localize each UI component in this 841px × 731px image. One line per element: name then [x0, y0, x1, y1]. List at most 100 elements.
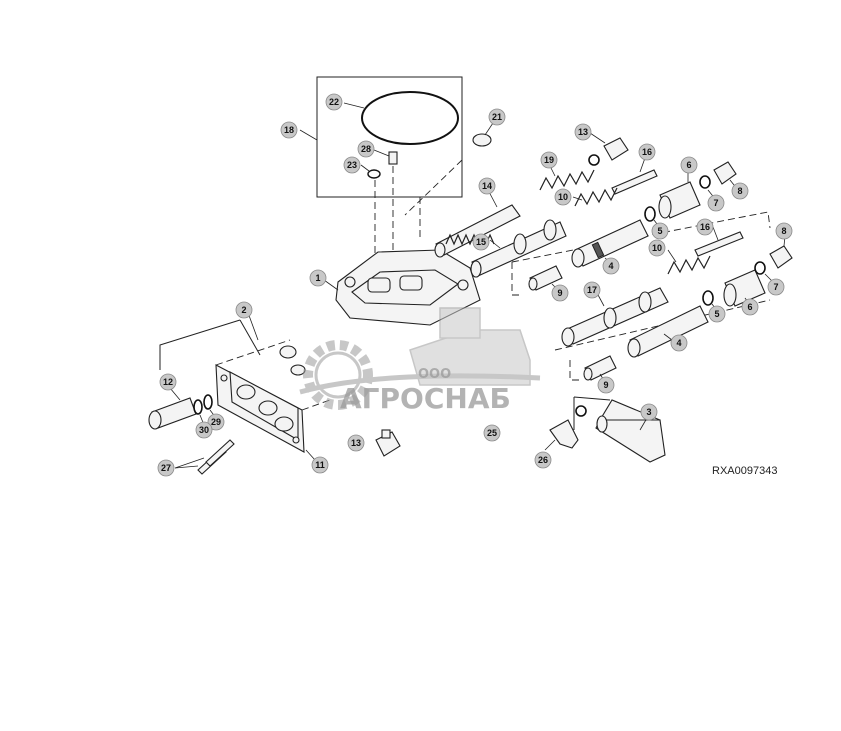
callout-badge: [159, 373, 177, 391]
valve-9-lower: [583, 355, 617, 381]
callout-label: 16: [700, 222, 710, 232]
spring-10-top: [574, 187, 618, 207]
callout-27: 27: [157, 459, 175, 477]
callout-4: 4: [670, 334, 688, 352]
callout-label: 6: [747, 302, 752, 312]
callout-11: 11: [311, 456, 329, 474]
large-o-ring: [361, 91, 459, 145]
callout-badge: [696, 218, 714, 236]
spool-17: [561, 287, 669, 347]
callout-7: 7: [707, 194, 725, 212]
bolts-27: [197, 439, 235, 475]
callout-label: 2: [241, 305, 246, 315]
o-ring-29: [203, 394, 213, 410]
o-ring-30: [193, 399, 203, 415]
callout-label: 19: [544, 155, 554, 165]
callout-badge: [478, 177, 496, 195]
spring-19: [539, 169, 595, 191]
callout-badge: [731, 182, 749, 200]
callout-10: 10: [648, 239, 666, 257]
callout-label: 30: [199, 425, 209, 435]
callout-9: 9: [597, 376, 615, 394]
o-ring-5-top: [644, 206, 656, 222]
callout-label: 26: [538, 455, 548, 465]
callout-badge: [472, 233, 490, 251]
callout-label: 28: [361, 144, 371, 154]
callout-9: 9: [551, 284, 569, 302]
plug-13-top: [588, 137, 629, 166]
callout-23: 23: [343, 156, 361, 174]
callout-label: 1: [315, 273, 320, 283]
callout-17: 17: [583, 281, 601, 299]
o-ring-solenoid: [575, 405, 587, 417]
callout-30: 30: [195, 421, 213, 439]
watermark-company-name: АГРОСНАБ: [340, 382, 511, 415]
fitting-26: [549, 419, 579, 449]
plug-12: [148, 397, 197, 430]
callout-badge: [708, 305, 726, 323]
plug-8-top: [713, 161, 737, 185]
callout-badge: [357, 140, 375, 158]
callout-28: 28: [357, 140, 375, 158]
callout-26: 26: [534, 451, 552, 469]
callout-label: 22: [329, 97, 339, 107]
callout-19: 19: [540, 151, 558, 169]
callout-label: 4: [608, 261, 613, 271]
piston-4-top: [571, 219, 649, 268]
callout-label: 23: [347, 160, 357, 170]
callout-8: 8: [731, 182, 749, 200]
callout-badge: [640, 403, 658, 421]
o-ring-7-lower: [754, 261, 766, 275]
callout-badge: [325, 93, 343, 111]
gear-and-combine-logo: [299, 307, 541, 410]
cover-plate-11: [215, 364, 305, 453]
callout-label: 13: [351, 438, 361, 448]
o-ring-5-lower: [702, 290, 714, 306]
callout-label: 18: [284, 125, 294, 135]
callout-badge: [551, 284, 569, 302]
seal-kit-frame: [316, 76, 463, 198]
callout-badge: [648, 239, 666, 257]
callout-badge: [483, 424, 501, 442]
callout-badge: [597, 376, 615, 394]
callout-10: 10: [554, 188, 572, 206]
callout-label: 27: [161, 463, 171, 473]
callout-badge: [343, 156, 361, 174]
callout-badge: [488, 108, 506, 126]
callout-badge: [311, 456, 329, 474]
callout-group: 1234455667788991010111213131415161617181…: [157, 93, 793, 477]
figure-id: RXA0097343: [712, 465, 777, 477]
small-o-ring: [367, 169, 381, 179]
callout-label: 8: [781, 226, 786, 236]
callout-badge: [707, 194, 725, 212]
callout-15: 15: [472, 233, 490, 251]
valve-housing: [323, 249, 481, 326]
callout-label: 7: [773, 282, 778, 292]
callout-13: 13: [347, 434, 365, 452]
callout-label: 21: [492, 112, 502, 122]
plug-28: [388, 151, 398, 165]
callout-label: 3: [646, 407, 651, 417]
callout-label: 10: [558, 192, 568, 202]
callout-badge: [638, 143, 656, 161]
callout-badge: [309, 269, 327, 287]
callout-16: 16: [696, 218, 714, 236]
callout-badge: [741, 298, 759, 316]
callout-label: 4: [676, 338, 681, 348]
callout-label: 25: [487, 428, 497, 438]
callout-badge: [602, 257, 620, 275]
callout-badge: [235, 301, 253, 319]
callout-badge: [207, 413, 225, 431]
callout-badge: [540, 151, 558, 169]
pin-16-lower: [694, 231, 744, 257]
callout-18: 18: [280, 121, 298, 139]
callout-21: 21: [488, 108, 506, 126]
plug-13-bottom: [375, 429, 401, 457]
callout-5: 5: [708, 305, 726, 323]
callout-label: 15: [476, 237, 486, 247]
callout-label: 29: [211, 417, 221, 427]
callout-16: 16: [638, 143, 656, 161]
solenoid-3: [595, 399, 666, 463]
